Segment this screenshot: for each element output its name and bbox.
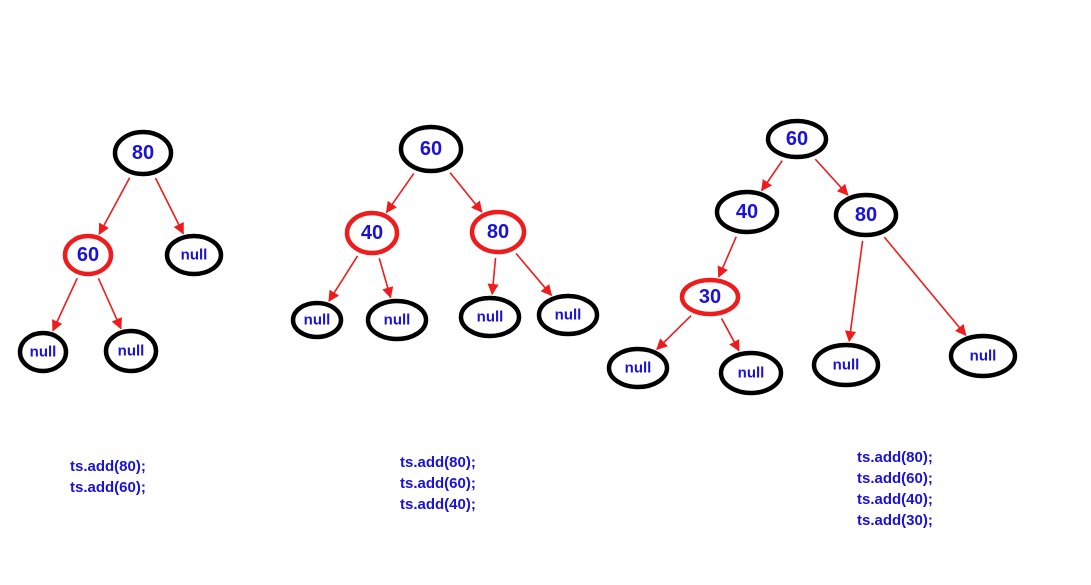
node-ellipse bbox=[365, 298, 429, 342]
edge-arrow bbox=[844, 240, 864, 343]
code-line: ts.add(40); bbox=[400, 496, 476, 513]
null-node: null bbox=[164, 233, 224, 277]
node-ellipse bbox=[606, 346, 670, 390]
code-line: ts.add(80); bbox=[857, 449, 933, 466]
node-label: null bbox=[384, 312, 411, 329]
edge-arrow bbox=[656, 315, 692, 351]
null-node: null bbox=[718, 350, 784, 396]
node-label: null bbox=[738, 365, 765, 382]
code-block-step-3: ts.add(80); ts.add(60); ts.add(40); ts.add(… bbox=[857, 447, 933, 531]
code-line: ts.add(30); bbox=[857, 512, 933, 529]
node-label: 60 bbox=[77, 244, 99, 266]
node-label: null bbox=[970, 348, 997, 365]
code-line: ts.add(80); bbox=[400, 454, 476, 471]
edge-arrow bbox=[52, 277, 78, 332]
tree-node-80: 80 bbox=[833, 192, 899, 238]
node-label: 80 bbox=[855, 204, 877, 226]
tree-node-30: 30 bbox=[679, 277, 741, 317]
node-ellipse bbox=[103, 328, 159, 374]
edge-arrow bbox=[449, 172, 483, 213]
node-ellipse bbox=[679, 277, 741, 317]
tree-step-2: 60 40 80 null null null null bbox=[290, 124, 600, 342]
edge-arrow bbox=[98, 177, 131, 236]
tree-step-3: 60 40 80 30 null null null null bbox=[606, 118, 1018, 396]
edge-arrow bbox=[385, 173, 415, 214]
node-label: null bbox=[477, 309, 504, 326]
node-ellipse bbox=[718, 350, 784, 396]
node-label: null bbox=[181, 247, 208, 264]
code-block-step-1: ts.add(80); ts.add(60); bbox=[70, 456, 146, 498]
node-label: null bbox=[30, 344, 57, 361]
edge-arrow bbox=[487, 257, 499, 296]
node-label: null bbox=[118, 343, 145, 360]
null-node: null bbox=[17, 330, 69, 374]
node-ellipse bbox=[290, 300, 344, 340]
tree-node-80: 80 bbox=[469, 209, 527, 255]
edge-arrow bbox=[883, 236, 967, 337]
node-ellipse bbox=[833, 192, 899, 238]
node-ellipse bbox=[948, 333, 1018, 379]
tree-node-40: 40 bbox=[344, 210, 400, 256]
node-label: null bbox=[555, 307, 582, 324]
node-label: 60 bbox=[420, 138, 442, 160]
node-ellipse bbox=[344, 210, 400, 256]
node-label: 60 bbox=[786, 128, 808, 150]
node-ellipse bbox=[469, 209, 527, 255]
node-label: null bbox=[304, 312, 331, 329]
node-ellipse bbox=[811, 342, 881, 388]
node-label: 80 bbox=[132, 142, 154, 164]
edge-arrow bbox=[97, 277, 122, 330]
node-label: 40 bbox=[736, 201, 758, 223]
code-block-step-2: ts.add(80); ts.add(60); ts.add(40); bbox=[400, 452, 476, 515]
tree-node-60: 60 bbox=[62, 233, 114, 277]
edge-arrow bbox=[717, 236, 737, 278]
edge-arrow bbox=[328, 255, 359, 303]
tree-node-40: 40 bbox=[714, 189, 780, 235]
edge-arrow bbox=[761, 160, 783, 192]
node-ellipse bbox=[62, 233, 114, 277]
node-label: 30 bbox=[699, 286, 721, 308]
code-line: ts.add(80); bbox=[70, 458, 146, 475]
node-label: null bbox=[625, 360, 652, 377]
code-line: ts.add(60); bbox=[400, 475, 476, 492]
code-line: ts.add(60); bbox=[857, 470, 933, 487]
edge-arrow bbox=[720, 318, 740, 352]
null-node: null bbox=[103, 328, 159, 374]
node-label: 80 bbox=[487, 221, 509, 243]
node-ellipse bbox=[458, 295, 522, 339]
node-label: null bbox=[833, 357, 860, 374]
node-label: 40 bbox=[361, 222, 383, 244]
tree-node-60: 60 bbox=[765, 118, 829, 160]
null-node: null bbox=[365, 298, 429, 342]
node-ellipse bbox=[536, 293, 600, 337]
node-ellipse bbox=[714, 189, 780, 235]
node-ellipse bbox=[398, 124, 464, 174]
code-line: ts.add(40); bbox=[857, 491, 933, 508]
tree-node-60: 60 bbox=[398, 124, 464, 174]
tree-node-80: 80 bbox=[112, 129, 174, 177]
node-ellipse bbox=[112, 129, 174, 177]
edge-arrow bbox=[378, 258, 394, 299]
null-node: null bbox=[290, 300, 344, 340]
null-node: null bbox=[811, 342, 881, 388]
null-node: null bbox=[458, 295, 522, 339]
null-node: null bbox=[948, 333, 1018, 379]
code-line: ts.add(60); bbox=[70, 479, 146, 496]
node-ellipse bbox=[17, 330, 69, 374]
edge-arrow bbox=[515, 252, 553, 297]
edge-arrow bbox=[814, 158, 849, 196]
null-node: null bbox=[606, 346, 670, 390]
edge-arrow bbox=[154, 177, 184, 235]
tree-step-1: 80 60 null null null bbox=[17, 129, 224, 374]
node-ellipse bbox=[765, 118, 829, 160]
null-node: null bbox=[536, 293, 600, 337]
node-ellipse bbox=[164, 233, 224, 277]
